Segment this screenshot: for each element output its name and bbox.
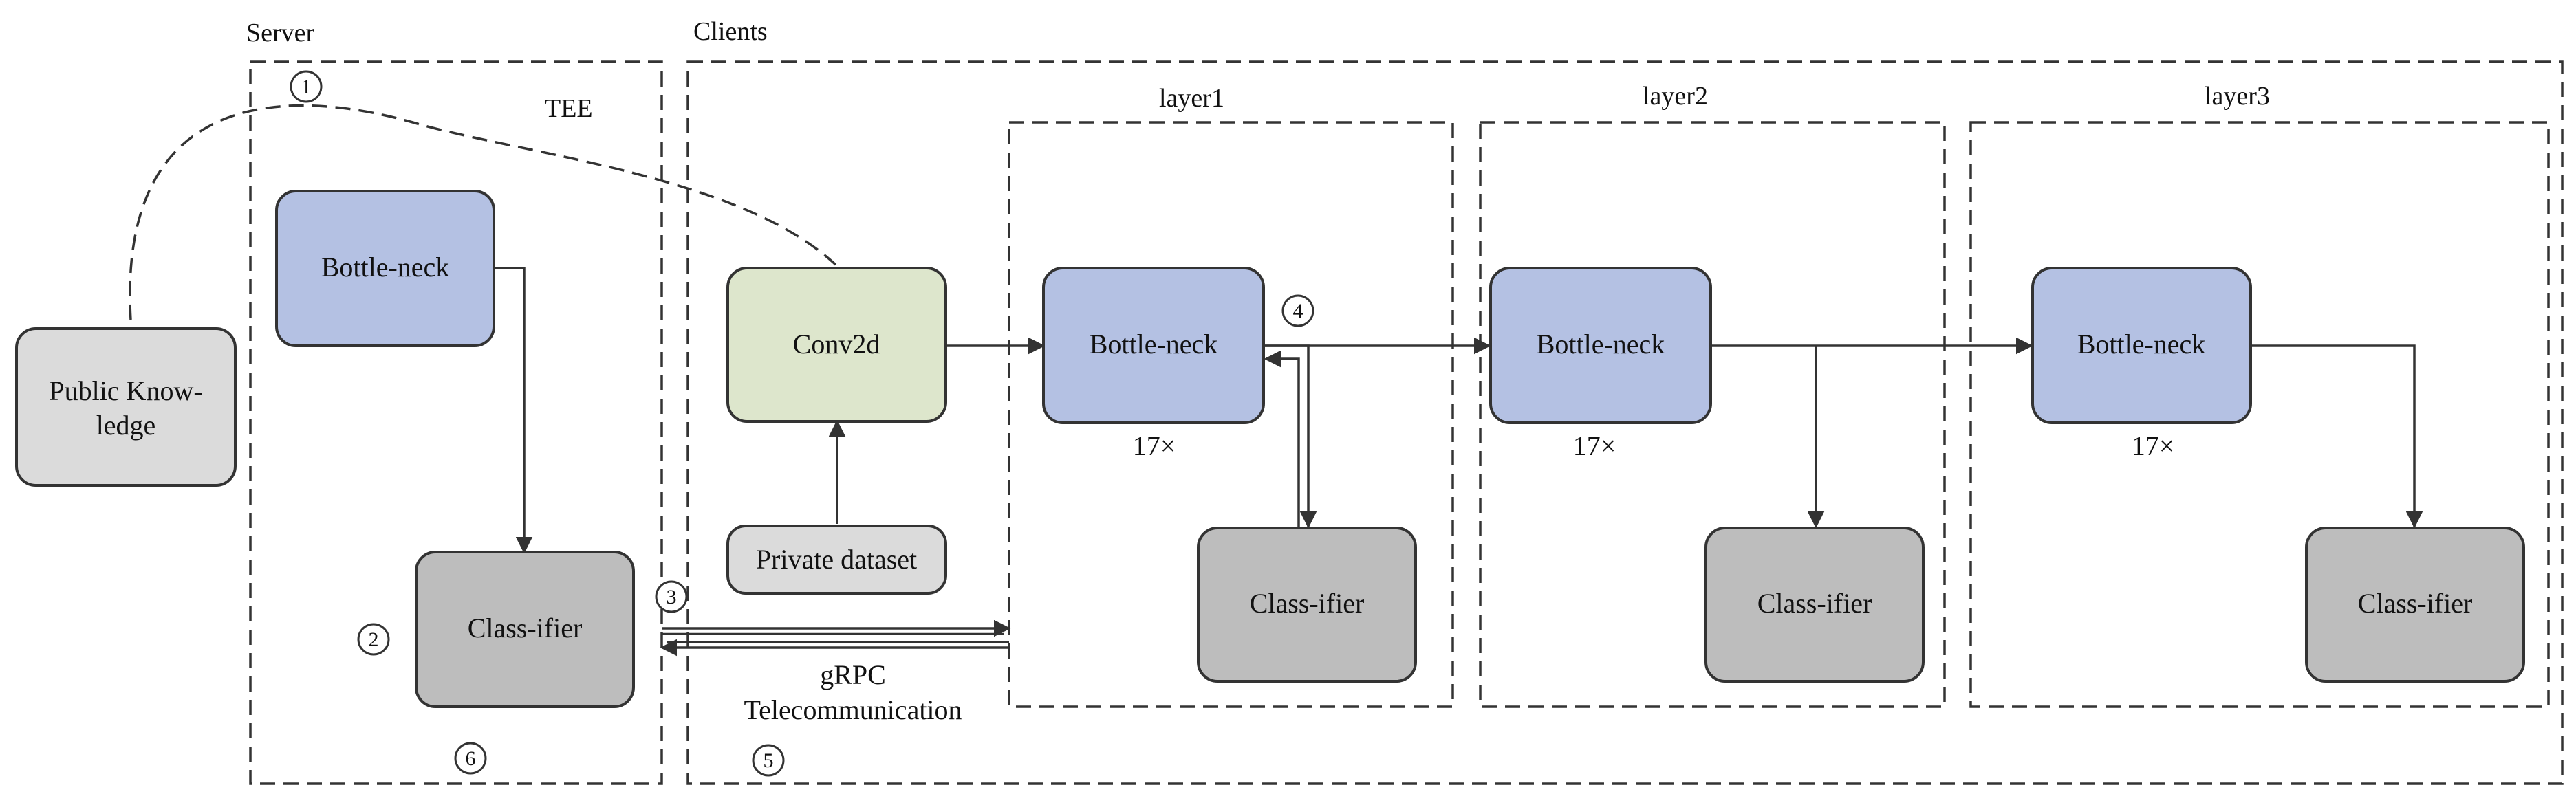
server-bottleneck-label: Bottle-neck [321,252,450,283]
step-marker-5-text: 5 [764,749,774,772]
layer2-frame [1479,121,1946,708]
server-label: Server [246,19,315,47]
conv2d-label: Conv2d [793,329,880,360]
l2-classifier-label: Class-ifier [1757,588,1872,619]
telecommunication-label: Telecommunication [744,694,962,725]
public-knowledge-rect [15,327,237,487]
l1-bottleneck-rect [1042,267,1265,424]
l3-bottleneck-box: Bottle-neck [2031,267,2252,424]
l2-classifier-box: Class-ifier [1704,527,1925,683]
step-marker-2: 2 [357,623,390,656]
layer3-label: layer3 [2205,82,2270,111]
l3-multiplier: 17× [2132,430,2175,461]
l2-bottleneck-label: Bottle-neck [1537,329,1665,360]
layer2-label: layer2 [1643,82,1708,111]
server-bottleneck-rect [275,190,495,347]
l2-bottleneck-box: Bottle-neck [1489,267,1712,424]
l3-bottleneck-rect [2031,267,2252,424]
step-marker-1-text: 1 [301,76,312,98]
grpc-label: gRPC [820,659,886,690]
private-dataset-label: Private dataset [756,544,917,575]
step-marker-5: 5 [752,744,785,777]
server-bottleneck-box: Bottle-neck [275,190,495,347]
edge-l1-classifier-to-bottleneck [1264,350,1300,527]
step-marker-3-text: 3 [667,586,677,608]
l1-classifier-label: Class-ifier [1250,588,1365,619]
clients-label: Clients [693,17,768,46]
private-dataset-box: Private dataset [726,525,947,595]
server-classifier-rect [415,551,635,708]
conv2d-rect [726,267,947,423]
l3-classifier-box: Class-ifier [2305,527,2525,683]
l1-bottleneck-box: Bottle-neck [1042,267,1265,424]
l1-classifier-rect [1197,527,1417,683]
l3-bottleneck-label: Bottle-neck [2077,329,2206,360]
knowledge-transfer-curve [129,104,839,320]
server-classifier-box: Class-ifier [415,551,635,708]
l1-multiplier: 17× [1133,430,1176,461]
conv2d-box: Conv2d [726,267,947,423]
step-marker-1: 1 [290,70,323,103]
l2-bottleneck-rect [1489,267,1712,424]
tee-label: TEE [545,94,593,123]
clients-frame [686,60,2564,785]
edge-server-bottleneck-to-classifier [494,267,533,554]
public-knowledge-line1: Public Know- [49,375,202,406]
step-marker-4: 4 [1281,294,1314,327]
edge-l1-bottleneck-to-classifier [1264,344,1317,529]
private-dataset-rect [726,525,947,595]
layer1-label: layer1 [1159,84,1224,113]
l1-classifier-box: Class-ifier [1197,527,1417,683]
step-marker-6-text: 6 [466,747,476,770]
l2-multiplier: 17× [1573,430,1616,461]
step-marker-4-text: 4 [1293,300,1303,322]
layer1-frame [1008,121,1454,708]
step-marker-3: 3 [655,580,688,613]
l3-classifier-label: Class-ifier [2358,588,2473,619]
step-marker-2-text: 2 [369,628,379,651]
server-frame [249,60,663,785]
l1-bottleneck-label: Bottle-neck [1090,329,1218,360]
public-knowledge-line2: ledge [96,410,156,441]
l2-classifier-rect [1704,527,1925,683]
step-marker-6: 6 [454,742,487,775]
edge-l3-bottleneck-to-classifier [2251,344,2423,529]
server-classifier-label: Class-ifier [468,613,583,643]
l3-classifier-rect [2305,527,2525,683]
layer3-frame [1969,121,2550,708]
public-knowledge-box: Public Know- ledge [15,327,237,487]
